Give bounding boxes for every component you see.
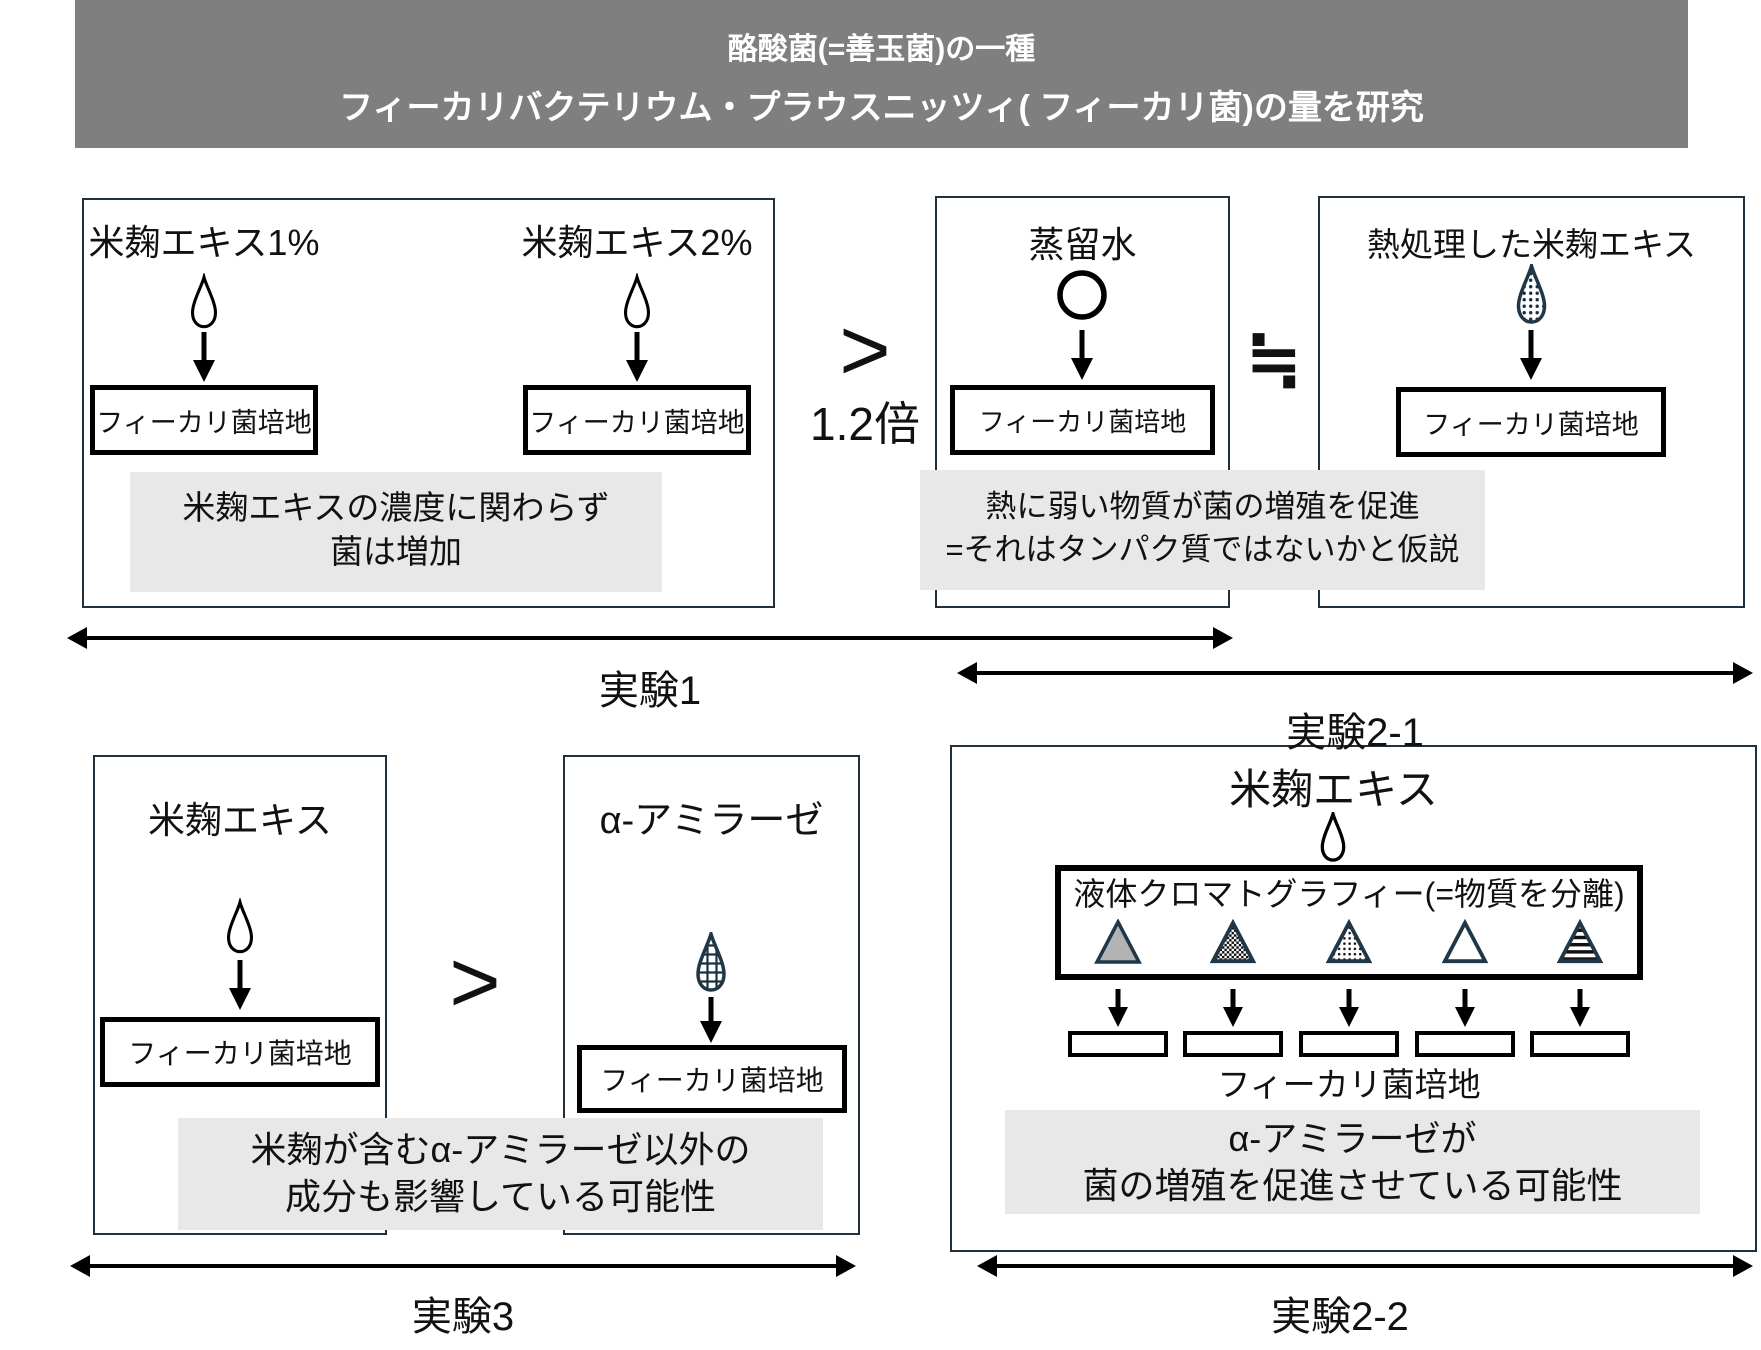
experiment1-axis-label: 実験1 <box>598 669 702 713</box>
down-arrow-icon <box>1520 330 1542 380</box>
exp2-2-hypothesis-note: α-アミラーゼが 菌の増殖を促進させている可能性 <box>1005 1110 1700 1214</box>
fraction-arrow-row <box>1060 988 1638 1028</box>
exp2-1-note-line1: 熱に弱い物質が菌の増殖を促進 <box>985 489 1420 524</box>
dotted-droplet-icon <box>1516 264 1547 324</box>
exp3-left-label: 米麹エキス <box>148 800 332 841</box>
exp3-conclusion-note: 米麹が含むα-アミラーゼ以外の 成分も影響している可能性 <box>178 1118 823 1230</box>
experiment2-1-axis-label: 実験2-1 <box>1286 711 1424 755</box>
title-banner: 酪酸菌(=善玉菌)の一種 フィーカリバクテリウム・プラウスニッツィ( フィーカリ… <box>75 0 1688 148</box>
exp3-note-line2: 成分も影響している可能性 <box>285 1176 716 1217</box>
culture-medium-box: フィーカリ菌培地 <box>950 385 1215 455</box>
experiment2-2-span-arrow <box>977 1255 1753 1277</box>
crosshatch-droplet-icon <box>696 932 726 992</box>
fraction-dense-dots-icon <box>1291 916 1407 968</box>
exp1-conclusion-note: 米麹エキスの濃度に関わらず 菌は増加 <box>130 472 662 592</box>
approx-equal-symbol: ≒ <box>1245 321 1303 397</box>
well-box <box>1176 1030 1292 1058</box>
chromatography-label: 液体クロマトグラフィー(=物質を分離) <box>1073 876 1625 912</box>
culture-medium-box: フィーカリ菌培地 <box>577 1045 847 1113</box>
experiment2-2-axis-label: 実験2-2 <box>1271 1295 1409 1339</box>
droplet-icon <box>623 273 651 329</box>
factor-label: 1.2倍 <box>810 398 920 450</box>
exp1-note-line2: 菌は増加 <box>330 533 462 570</box>
fraction-triangle-row <box>1060 916 1638 968</box>
exp1-col1-label: 米麹エキス1% <box>88 222 320 263</box>
exp2-1-hypothesis-note: 熱に弱い物質が菌の増殖を促進 =それはタンパク質ではないかと仮説 <box>920 470 1485 590</box>
experiment1-span-arrow <box>67 627 1233 649</box>
exp2-2-source-label: 米麹エキス <box>1229 766 1438 813</box>
down-arrow-icon <box>1071 330 1093 380</box>
down-arrow-icon <box>1522 988 1638 1028</box>
exp3-note-line1: 米麹が含むα-アミラーゼ以外の <box>250 1129 751 1170</box>
title-line2: フィーカリバクテリウム・プラウスニッツィ( フィーカリ菌)の量を研究 <box>339 89 1424 127</box>
down-arrow-icon <box>229 960 251 1010</box>
down-arrow-icon <box>1176 988 1292 1028</box>
heated-extract-label: 熱処理した米麹エキス <box>1366 226 1696 263</box>
culture-medium-box: フィーカリ菌培地 <box>1396 387 1666 457</box>
exp1-col2-label: 米麹エキス2% <box>521 222 753 263</box>
fraction-empty-icon <box>1407 916 1523 968</box>
exp2-2-note-line2: 菌の増殖を促進させている可能性 <box>1082 1165 1623 1206</box>
water-label: 蒸留水 <box>1028 224 1137 265</box>
culture-medium-box: フィーカリ菌培地 <box>90 385 318 455</box>
exp2-2-medium-label: フィーカリ菌培地 <box>1217 1066 1481 1103</box>
culture-medium-box: フィーカリ菌培地 <box>523 385 751 455</box>
droplet-icon <box>226 898 254 954</box>
experiment3-axis-label: 実験3 <box>411 1295 515 1339</box>
exp2-2-note-line1: α-アミラーゼが <box>1228 1118 1477 1159</box>
exp1-note-line1: 米麹エキスの濃度に関わらず <box>182 489 610 526</box>
greater-than-symbol: > <box>839 300 891 399</box>
well-row <box>1060 1030 1638 1058</box>
fraction-striped-icon <box>1522 916 1638 968</box>
droplet-icon <box>190 273 218 329</box>
fraction-checker-icon <box>1176 916 1292 968</box>
down-arrow-icon <box>1060 988 1176 1028</box>
well-box <box>1291 1030 1407 1058</box>
culture-medium-box: フィーカリ菌培地 <box>100 1017 380 1087</box>
title-line1: 酪酸菌(=善玉菌)の一種 <box>727 33 1036 66</box>
experiment3-span-arrow <box>70 1255 856 1277</box>
down-arrow-icon <box>700 997 722 1043</box>
water-circle-icon <box>1057 270 1107 320</box>
well-box <box>1407 1030 1523 1058</box>
down-arrow-icon <box>626 332 648 382</box>
amylase-label: α-アミラーゼ <box>599 800 824 842</box>
fraction-gray-solid-icon <box>1060 916 1176 968</box>
well-box <box>1522 1030 1638 1058</box>
down-arrow-icon <box>193 332 215 382</box>
droplet-icon <box>1320 812 1346 862</box>
experiment2-1-span-arrow <box>957 662 1753 684</box>
greater-than-symbol: > <box>449 932 501 1031</box>
exp2-1-note-line2: =それはタンパク質ではないかと仮説 <box>945 532 1460 567</box>
down-arrow-icon <box>1407 988 1523 1028</box>
down-arrow-icon <box>1291 988 1407 1028</box>
well-box <box>1060 1030 1176 1058</box>
